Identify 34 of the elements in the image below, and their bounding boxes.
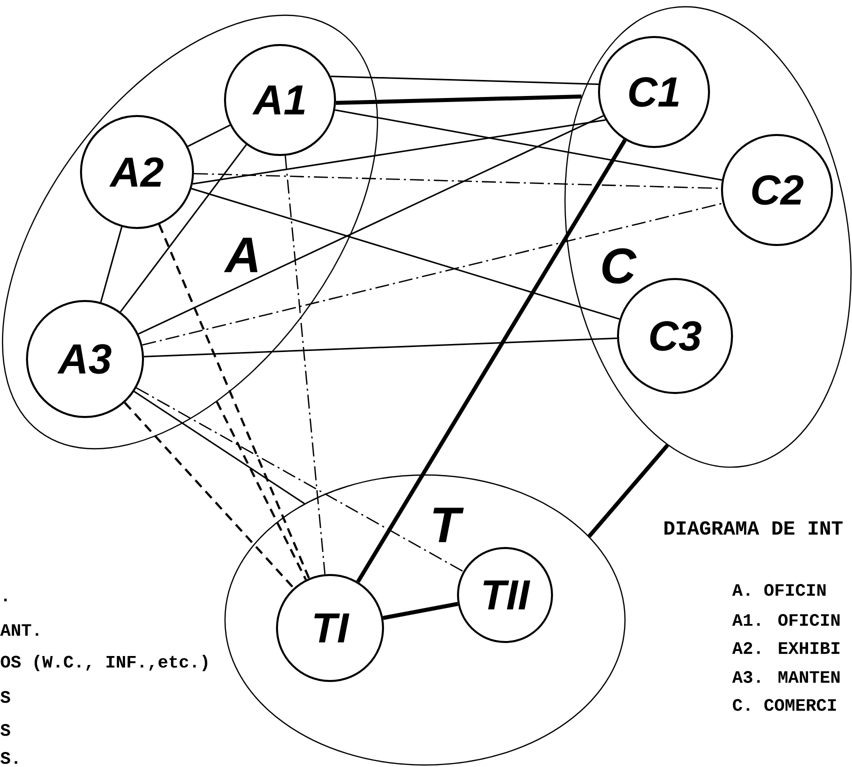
connector-line: [382, 602, 458, 620]
connector-line: [136, 387, 464, 572]
label-text: S: [0, 691, 10, 703]
connector-line: [588, 444, 670, 538]
connector-line: [336, 94, 582, 105]
connector-line: [191, 188, 620, 320]
connector-line: [216, 401, 307, 580]
connector-line: [334, 109, 722, 181]
label-text: A3. MANTEN: [732, 671, 840, 683]
label-text: S: [0, 724, 10, 736]
label-text: S.: [0, 752, 18, 764]
connector-line: [356, 138, 627, 583]
connector-line: [100, 226, 122, 302]
connector-line: [142, 202, 723, 346]
label-text: C. COMERCI: [732, 699, 836, 711]
connector-line: [330, 76, 599, 85]
connector-line: [188, 124, 230, 148]
label-text: A1. OFICIN: [732, 614, 840, 626]
connector-line: [284, 156, 326, 574]
diagram-title: DIAGRAMA DE INT: [664, 521, 843, 535]
label-text: A. OFICIN: [732, 584, 826, 596]
connector-line: [158, 224, 310, 579]
connector-line: [192, 119, 606, 185]
zone-letter: A: [224, 238, 258, 272]
label-text: ANT.: [0, 624, 38, 636]
connector-line: [134, 390, 305, 504]
label-text: .: [4, 598, 7, 602]
label-text: A2. EXHIBI: [732, 642, 840, 654]
connector-line: [144, 338, 618, 358]
connector-line: [124, 402, 294, 589]
connector-line: [138, 115, 604, 335]
zone-letter: T: [433, 508, 464, 542]
label-text: OS (W.C., INF.,etc.): [0, 654, 208, 672]
connector-line: [120, 144, 247, 312]
